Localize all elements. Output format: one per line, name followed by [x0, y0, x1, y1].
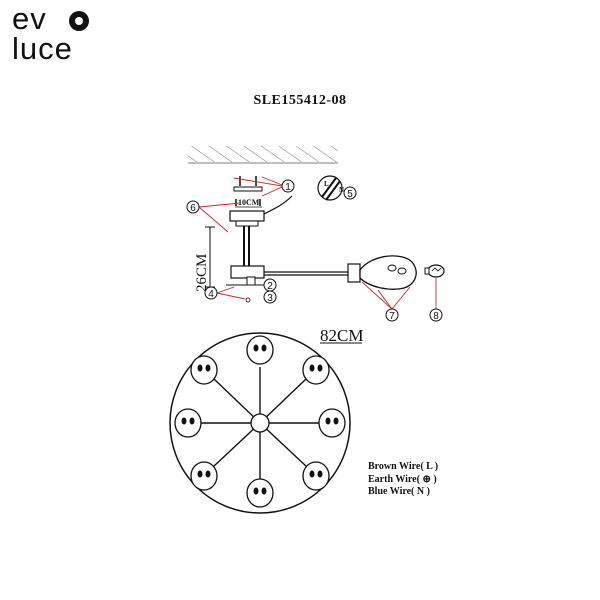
callout-6: 6: [186, 200, 241, 233]
brand-logo: ev luce: [12, 1, 89, 66]
shade-top-right: [302, 355, 330, 385]
center-hub: [250, 413, 270, 433]
bulb-icon: [424, 264, 445, 278]
shade-right: [318, 408, 346, 438]
brown-wire-label: Brown Wire( L ): [368, 461, 439, 472]
logo-line-2: luce: [12, 31, 73, 66]
shade-openings: [181, 344, 339, 495]
logo-line-1: ev: [12, 1, 47, 36]
blue-wire-label: Blue Wire( N ): [368, 486, 430, 497]
callout-2: 2: [263, 278, 277, 292]
svg-text:6: 6: [190, 203, 196, 214]
canopy: [229, 195, 293, 266]
svg-text:2: 2: [267, 281, 273, 292]
model-code: SLE155412-08: [253, 93, 347, 108]
canopy-width-label: 10CM: [238, 198, 260, 207]
svg-text:7: 7: [389, 311, 395, 322]
small-screw-icon: [245, 297, 251, 303]
ceiling: [188, 146, 338, 164]
wire-letter-live: L: [324, 180, 329, 188]
callout-3: 3: [263, 290, 277, 304]
wire-connector-icon: [317, 175, 343, 201]
hub: [226, 265, 348, 286]
diameter-label: 82CM: [320, 326, 363, 345]
shade-left: [174, 408, 202, 438]
svg-text:1: 1: [285, 182, 291, 193]
shade-bottom: [246, 478, 274, 508]
height-label: 26CM: [194, 254, 210, 292]
callout-1: 1: [233, 176, 295, 197]
svg-text:4: 4: [208, 289, 214, 300]
callout-5: 5: [343, 186, 357, 200]
wiring-legend: Brown Wire( L ) Earth Wire( ⊕ ) Blue Wir…: [368, 461, 438, 499]
shade-bottom-left: [190, 461, 218, 491]
outer-diameter-circle: [169, 332, 351, 514]
top-view-shades: [174, 335, 346, 508]
earth-wire-label: Earth Wire( ⊕ ): [368, 473, 437, 485]
callout-8: 8: [429, 278, 443, 322]
shade-top-left: [190, 355, 218, 385]
mounting-screws: [233, 176, 263, 206]
wire-letter-neutral: N: [339, 186, 344, 194]
shade-top: [246, 335, 274, 365]
shade-bottom-right: [302, 461, 330, 491]
callout-4: 4: [204, 286, 246, 300]
callout-7: 7: [361, 281, 411, 322]
svg-text:5: 5: [347, 189, 353, 200]
side-shade: [347, 255, 417, 290]
svg-text:8: 8: [433, 311, 439, 322]
logo-ring-icon: [69, 11, 89, 31]
svg-text:3: 3: [267, 293, 273, 304]
